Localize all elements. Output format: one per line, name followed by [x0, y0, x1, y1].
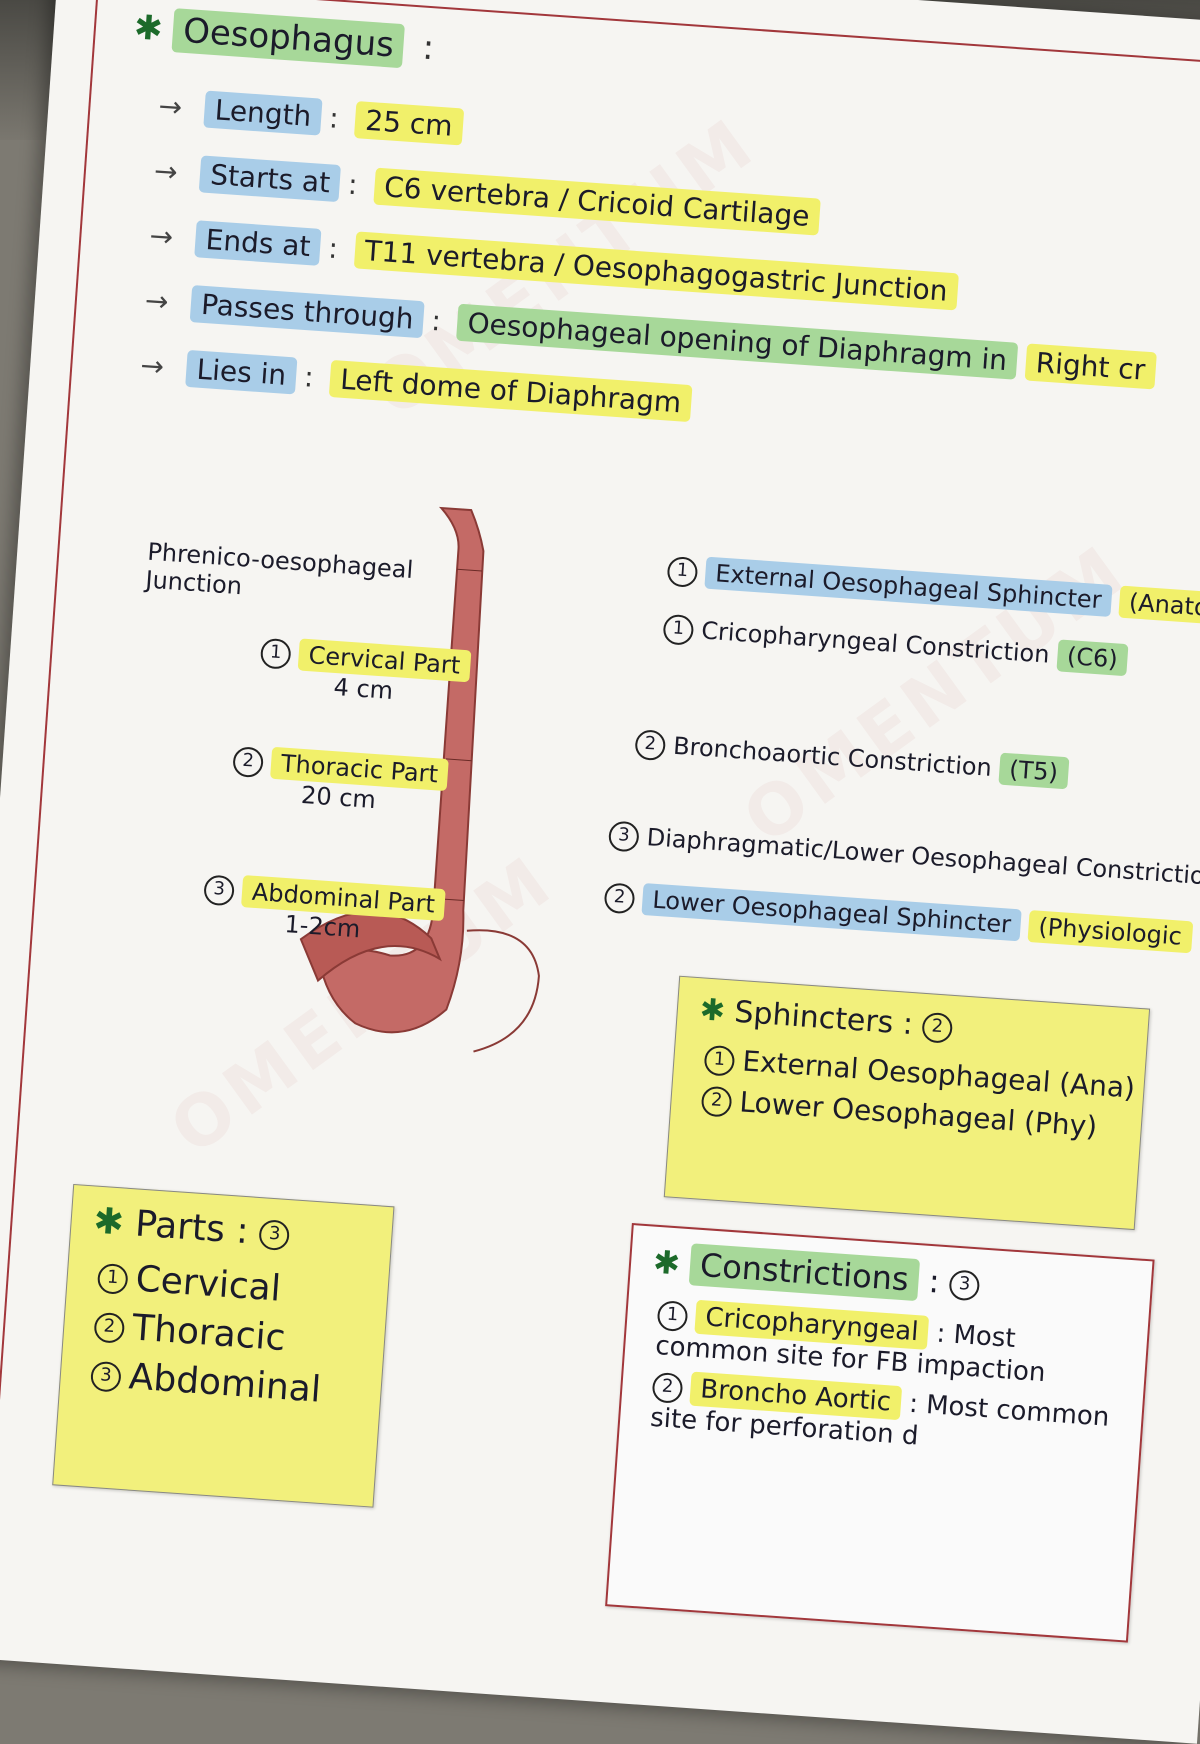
arrow-icon: →: [148, 219, 175, 254]
arrow-icon: →: [152, 154, 179, 189]
arrow-icon: →: [157, 89, 184, 124]
arrow-icon: →: [143, 283, 170, 319]
star-icon: ✱: [132, 7, 164, 50]
arrow-icon: →: [139, 348, 166, 384]
